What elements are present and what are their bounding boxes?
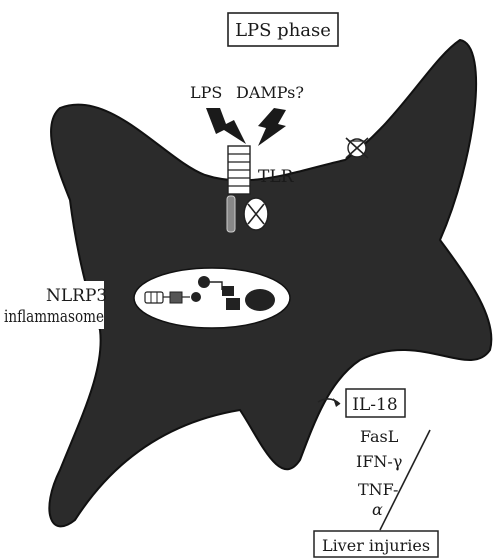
inflammasome-assembly-icon [134, 268, 290, 328]
nlrp3-label-line1: NLRP3 [46, 286, 107, 306]
nlrp3-label-line2: inflammasome [4, 307, 104, 327]
lightning-bolt-icon [258, 108, 286, 146]
blocked-adapter-icon [244, 198, 268, 230]
nlrp3-inflammasome-label: NLRP3 inflammasome [0, 281, 107, 329]
damps-label: DAMPs? [236, 83, 304, 102]
outcome-label: Liver injuries [322, 536, 430, 555]
blocked-receptor-icon [346, 138, 368, 158]
il18-label: IL-18 [352, 395, 397, 415]
lps-label: LPS [190, 83, 222, 102]
tnf-label: TNF- [358, 480, 398, 499]
title-box: LPS phase [228, 13, 338, 46]
alpha-label: α [372, 500, 383, 519]
liver-injuries-box: Liver injuries [314, 531, 438, 557]
fasl-label: FasL [360, 427, 399, 446]
ifn-label: IFN-γ [356, 452, 402, 471]
title-label: LPS phase [235, 20, 331, 41]
lightning-bolt-icon [206, 108, 246, 144]
tlr-receptor [228, 146, 250, 194]
adapter-bar [227, 196, 235, 232]
tlr-label: TLR [258, 167, 295, 187]
il18-box: IL-18 [346, 389, 405, 417]
